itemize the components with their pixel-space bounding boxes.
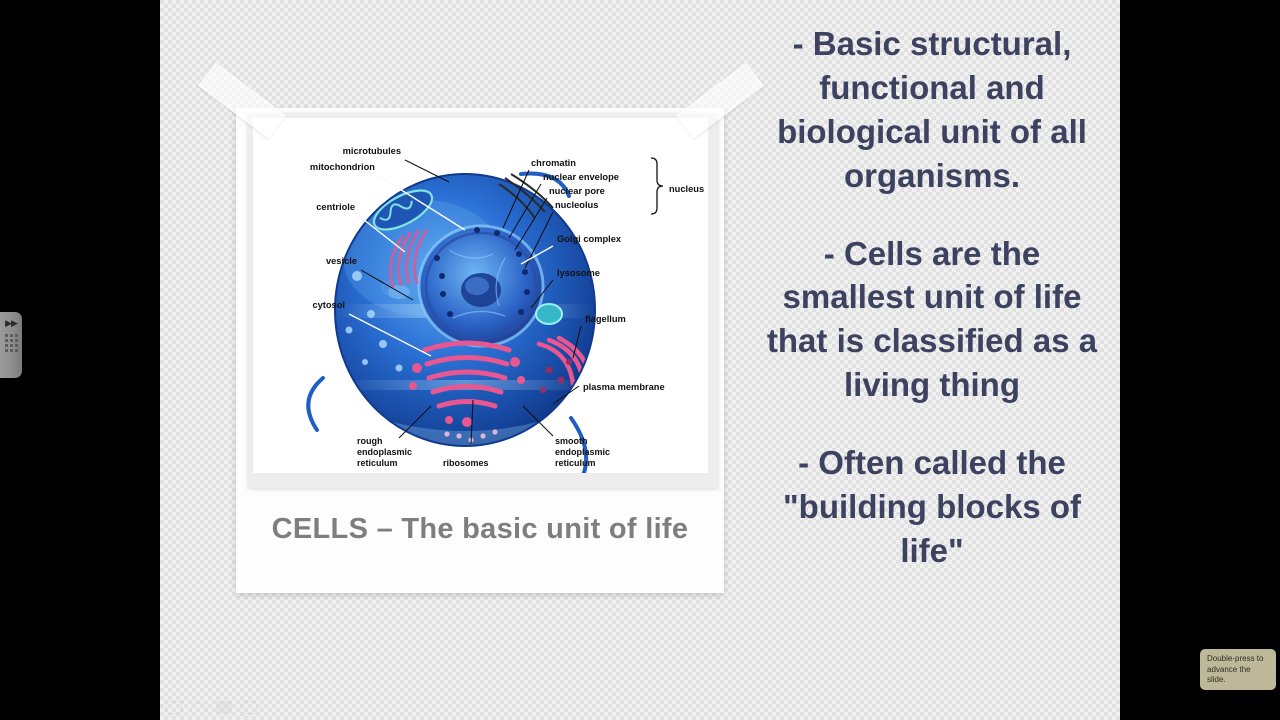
diagram-label-rough-er-line1: rough — [357, 436, 383, 446]
diagram-label-cytosol: cytosol — [312, 300, 345, 310]
diagram-label-vesicle: vesicle — [326, 256, 357, 266]
diagram-label-chromatin: chromatin — [531, 158, 576, 168]
cell-diagram-image: microtubules mitochondrion centriole ves… — [253, 118, 708, 473]
diagram-label-lysosome: lysosome — [557, 268, 600, 278]
slide-canvas[interactable]: microtubules mitochondrion centriole ves… — [160, 0, 1120, 720]
slide-toolbar[interactable] — [166, 701, 257, 714]
diagram-label-centriole: centriole — [316, 202, 355, 212]
body-paragraph-2: - Cells are the smallest unit of life th… — [766, 234, 1098, 404]
edge-drawer-handle[interactable]: ▶▶ — [0, 312, 22, 378]
diagram-label-nuclear-envelope: nuclear envelope — [543, 172, 619, 182]
toolbar-slides-icon[interactable] — [216, 701, 232, 714]
diagram-label-mitochondrion: mitochondrion — [310, 162, 375, 172]
diagram-label-smooth-er-line2: endoplasmic — [555, 447, 610, 457]
diagram-label-smooth-er-line3: reticulum — [555, 458, 596, 468]
photo-caption: CELLS – The basic unit of life — [271, 513, 689, 545]
grip-dots-icon — [4, 334, 18, 352]
diagram-label-nuclear-pore: nuclear pore — [549, 186, 605, 196]
diagram-label-golgi-complex: Golgi complex — [557, 234, 622, 244]
diagram-label-nucleus: nucleus — [669, 184, 704, 194]
diagram-label-ribosomes: ribosomes — [443, 458, 489, 468]
body-paragraph-3: - Often called the "building blocks of l… — [783, 444, 1081, 569]
advance-slide-tooltip: Double-press to advance the slide. — [1200, 649, 1276, 690]
diagram-label-rough-er-line3: reticulum — [357, 458, 398, 468]
chevron-double-right-icon: ▶▶ — [5, 318, 18, 328]
slide-body-text: - Basic structural, functional and biolo… — [760, 22, 1104, 573]
diagram-label-nucleolus: nucleolus — [555, 200, 598, 210]
diagram-label-rough-er-line2: endoplasmic — [357, 447, 412, 457]
diagram-label-smooth-er-line1: smooth — [555, 436, 588, 446]
body-paragraph-1: - Basic structural, functional and biolo… — [777, 25, 1087, 194]
toolbar-pen-icon[interactable] — [166, 701, 182, 714]
toolbar-menu-icon[interactable] — [241, 701, 257, 714]
diagram-label-plasma-membrane: plasma membrane — [583, 382, 665, 392]
diagram-label-microtubules: microtubules — [343, 146, 401, 156]
toolbar-pointer-icon[interactable] — [191, 701, 207, 714]
diagram-label-flagellum: flagellum — [585, 314, 626, 324]
